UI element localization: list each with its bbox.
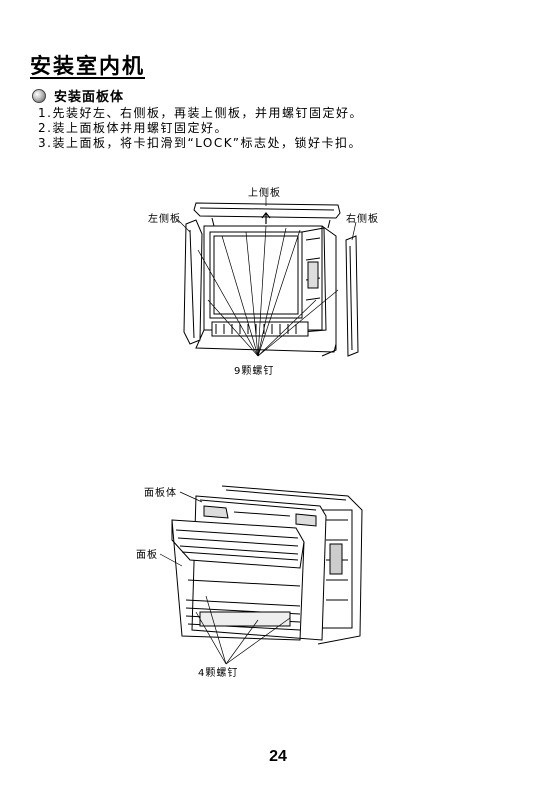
label-top-panel: 上侧板 xyxy=(248,188,281,199)
page-title: 安装室内机 xyxy=(30,54,145,78)
bullet-circle-icon xyxy=(32,88,46,103)
page-number: 24 xyxy=(269,748,287,765)
step-3: 3.装上面板，将卡扣滑到“LOCK”标志处，锁好卡扣。 xyxy=(38,136,362,150)
figure1-drawing xyxy=(177,195,359,357)
section-heading: 安装面板体 xyxy=(32,86,124,105)
section-title: 安装面板体 xyxy=(54,90,125,105)
label-4-screws: 4颗螺钉 xyxy=(198,668,239,679)
label-right-panel: 右侧板 xyxy=(346,214,379,225)
step-2: 2.装上面板体并用螺钉固定好。 xyxy=(38,121,228,135)
figure2-drawing xyxy=(159,485,363,665)
label-9-screws: 9颗螺钉 xyxy=(234,366,275,377)
label-left-panel: 左侧板 xyxy=(148,214,181,225)
label-panel-body: 面板体 xyxy=(144,488,177,499)
label-panel: 面板 xyxy=(136,550,158,561)
instruction-steps: 1.先装好左、右侧板，再装上侧板，并用螺钉固定好。 2.装上面板体并用螺钉固定好… xyxy=(38,106,363,151)
step-1: 1.先装好左、右侧板，再装上侧板，并用螺钉固定好。 xyxy=(38,106,363,120)
